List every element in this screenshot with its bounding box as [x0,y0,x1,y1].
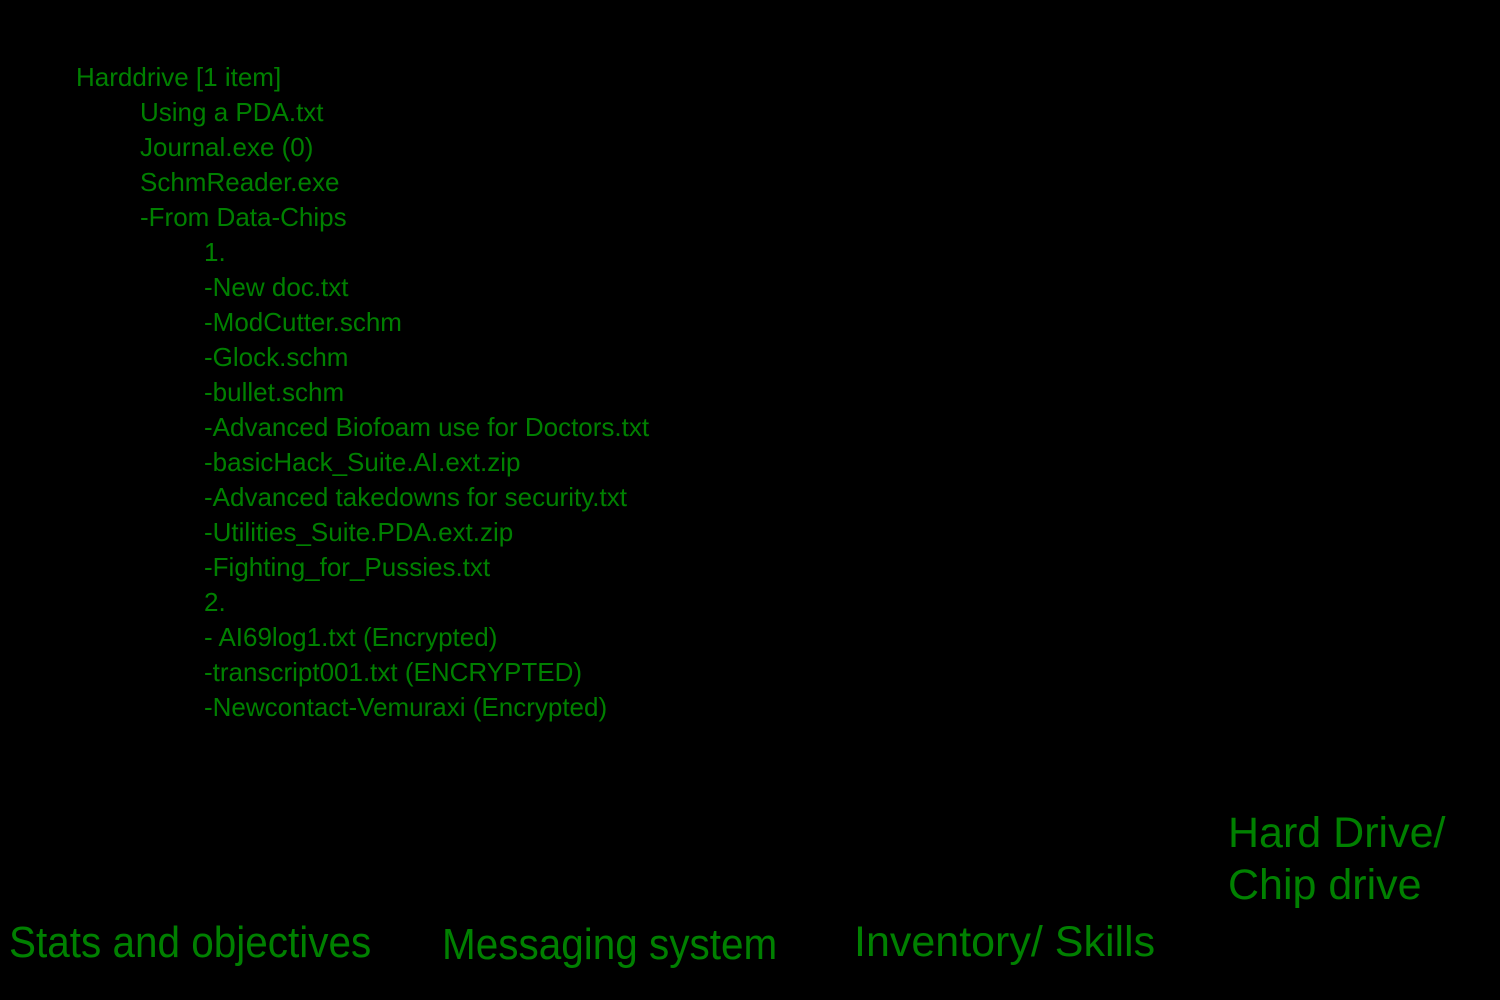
nav-harddrive-label-line1: Hard Drive/ [1228,809,1446,857]
file-item[interactable]: Journal.exe (0) [140,132,314,162]
folder-from-data-chips[interactable]: -From Data-Chips [140,202,347,232]
chip-group-label: 2. [204,587,226,617]
chip-file-item[interactable]: -Advanced takedowns for security.txt [204,482,627,512]
chip-file-item[interactable]: -bullet.schm [204,377,345,407]
chip-file-item[interactable]: -ModCutter.schm [204,307,402,337]
chip-file-item[interactable]: -Glock.schm [204,342,349,372]
harddrive-title: Harddrive [1 item] [76,62,282,92]
chip-file-item[interactable]: -Fighting_for_Pussies.txt [204,552,491,582]
chip-file-item[interactable]: -basicHack_Suite.AI.ext.zip [204,447,521,477]
nav-inventory-skills[interactable]: Inventory/ Skills [854,918,1156,966]
nav-harddrive-label-line2: Chip drive [1228,861,1422,909]
nav-stats-objectives[interactable]: Stats and objectives [9,918,372,967]
nav-harddrive-chipdrive[interactable]: Hard Drive/ Chip drive [1228,807,1445,911]
chip-file-item[interactable]: -New doc.txt [204,272,349,302]
encrypted-file-item[interactable]: - AI69log1.txt (Encrypted) [204,622,498,652]
nav-messaging-system[interactable]: Messaging system [442,920,778,969]
encrypted-file-item[interactable]: -Newcontact-Vemuraxi (Encrypted) [204,692,608,722]
chip-file-item[interactable]: -Advanced Biofoam use for Doctors.txt [204,412,650,442]
encrypted-file-item[interactable]: -transcript001.txt (ENCRYPTED) [204,657,583,687]
chip-file-item[interactable]: -Utilities_Suite.PDA.ext.zip [204,517,514,547]
harddrive-file-tree: Harddrive [1 item] Using a PDA.txt Journ… [0,60,649,725]
chip-group-label: 1. [204,237,226,267]
file-item[interactable]: Using a PDA.txt [140,97,324,127]
file-item[interactable]: SchmReader.exe [140,167,340,197]
